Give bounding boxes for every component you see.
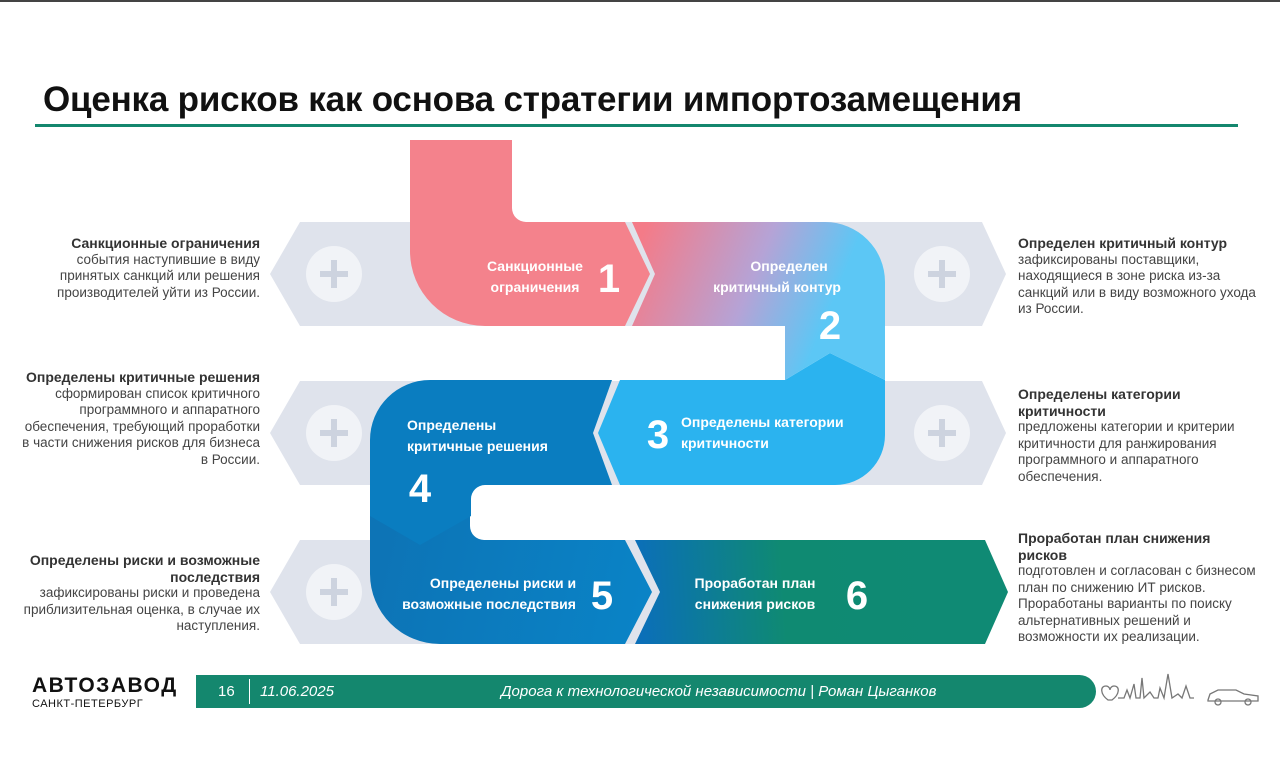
page-title: Оценка рисков как основа стратегии импор…	[43, 80, 1022, 119]
top-line	[0, 0, 1280, 2]
step-3-number: 3	[647, 413, 669, 457]
step-2-label: критичный контур	[713, 279, 841, 295]
step-6-label: Проработан план	[695, 575, 816, 591]
plus-circle-icon	[306, 405, 362, 461]
step-3-shape	[598, 353, 885, 485]
desc-sanctions: Санкционные ограничения события наступив…	[22, 235, 260, 301]
desc-risk-plan: Проработан план снижения рисков подготов…	[1018, 530, 1263, 646]
step-5-label: возможные последствия	[402, 596, 576, 612]
desc-text: события наступившие в виду принятых санк…	[57, 251, 260, 300]
footer-date: 11.06.2025	[260, 683, 334, 700]
step-2-label: Определен	[750, 258, 827, 274]
desc-critical-contour: Определен критичный контур зафиксированы…	[1018, 235, 1263, 318]
desc-critical-solutions: Определены критичные решения сформирован…	[22, 369, 260, 468]
plus-circle-icon	[914, 246, 970, 302]
title-rule	[35, 124, 1238, 127]
step-2-number: 2	[819, 304, 841, 348]
step-3-label: критичности	[681, 435, 769, 451]
desc-text: зафиксированы риски и проведена приблизи…	[23, 585, 260, 633]
step-1-label: ограничения	[491, 279, 580, 295]
desc-text: предложены категории и критерии критично…	[1018, 419, 1235, 484]
page-number: 16	[218, 683, 235, 700]
step-5-label: Определены риски и	[430, 575, 576, 591]
step-6-number: 6	[846, 574, 868, 618]
skyline-icon	[1101, 673, 1259, 706]
step-2-shape	[632, 222, 885, 380]
plus-circle-icon	[306, 246, 362, 302]
desc-criticality-categories: Определены категории критичности предлож…	[1018, 386, 1263, 485]
desc-heading: Определены риски и возможные последствия	[29, 552, 260, 585]
desc-heading: Санкционные ограничения	[71, 235, 260, 251]
step-1-label: Санкционные	[487, 258, 583, 274]
plus-circle-icon	[914, 405, 970, 461]
heart-icon	[1101, 685, 1119, 701]
footer-divider	[249, 679, 250, 704]
step-4-shape	[370, 380, 612, 545]
desc-heading: Проработан план снижения рисков	[1018, 530, 1211, 563]
footer-caption: Дорога к технологической независимости |…	[501, 683, 937, 700]
logo-text: АВТОЗАВОД	[32, 674, 178, 697]
logo-subtext: САНКТ-ПЕТЕРБУРГ	[32, 698, 144, 710]
step-5-number: 5	[591, 574, 613, 618]
step-1-number: 1	[598, 257, 620, 301]
step-1-shape	[410, 140, 650, 326]
desc-risks: Определены риски и возможные последствия…	[22, 552, 260, 635]
step-3-label: Определены категории	[681, 414, 844, 430]
desc-heading: Определен критичный контур	[1018, 235, 1228, 251]
desc-text: сформирован список критичного программно…	[22, 385, 260, 467]
step-6-label: снижения рисков	[695, 596, 816, 612]
desc-text: зафиксированы поставщики, находящиеся в …	[1018, 251, 1256, 317]
desc-heading: Определены категории критичности	[1018, 386, 1181, 419]
plus-circle-icon	[306, 564, 362, 620]
footer-bar: 16 11.06.2025 Дорога к технологической н…	[196, 675, 1096, 708]
desc-text: подготовлен и согласован с бизнесом план…	[1018, 563, 1256, 644]
car-icon	[1207, 689, 1259, 702]
step-6-shape	[635, 540, 1008, 644]
step-4-number: 4	[409, 467, 432, 511]
company-logo: АВТОЗАВОД САНКТ-ПЕТЕРБУРГ	[32, 674, 178, 710]
step-4-label: Определены	[407, 417, 496, 433]
desc-heading: Определены критичные решения	[25, 369, 260, 385]
step-4-label: критичные решения	[407, 438, 548, 454]
